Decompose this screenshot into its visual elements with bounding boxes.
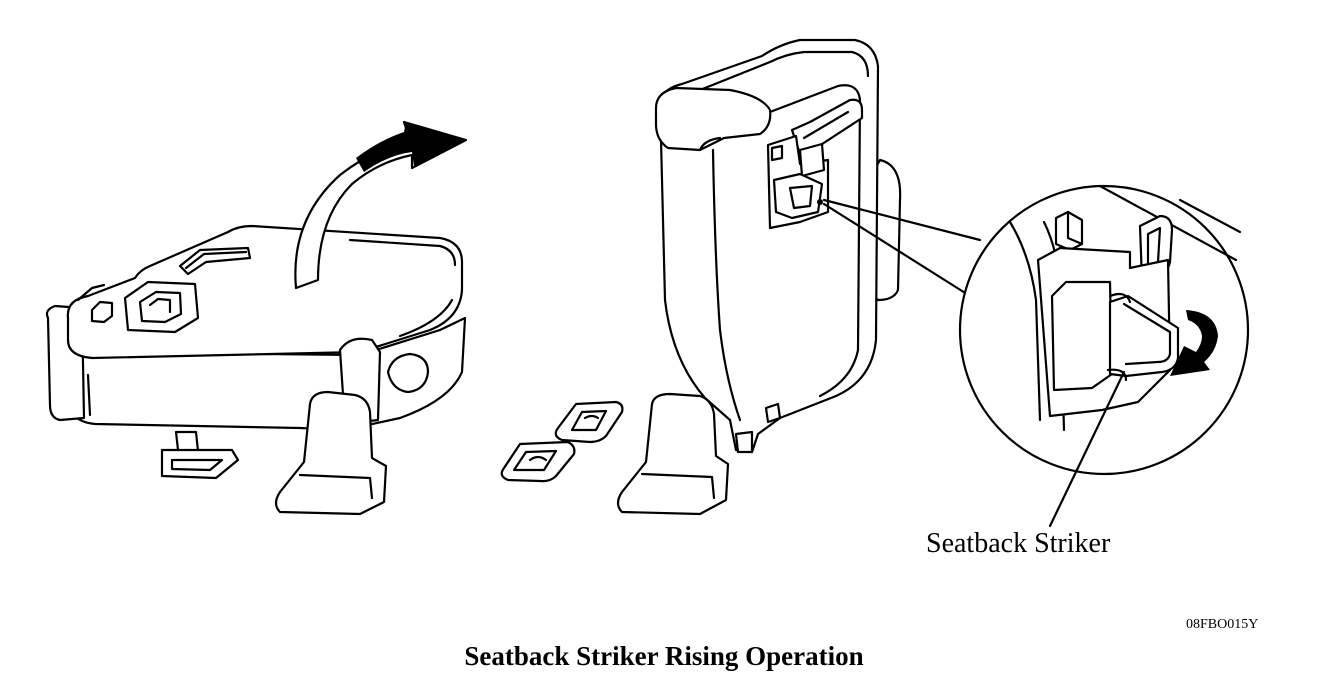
figure-caption: Seatback Striker Rising Operation — [464, 641, 864, 671]
striker-detail-icon — [958, 184, 1250, 528]
rotation-arrow-icon — [1170, 310, 1218, 376]
figure-code: 08FBO015Y — [1186, 617, 1259, 632]
callout-seatback-striker: Seatback Striker — [926, 528, 1111, 559]
folded-seat-icon — [45, 224, 467, 516]
upright-seat-icon — [616, 38, 902, 516]
curved-arrow-icon — [294, 120, 468, 290]
floor-anchor-icon — [500, 400, 624, 483]
